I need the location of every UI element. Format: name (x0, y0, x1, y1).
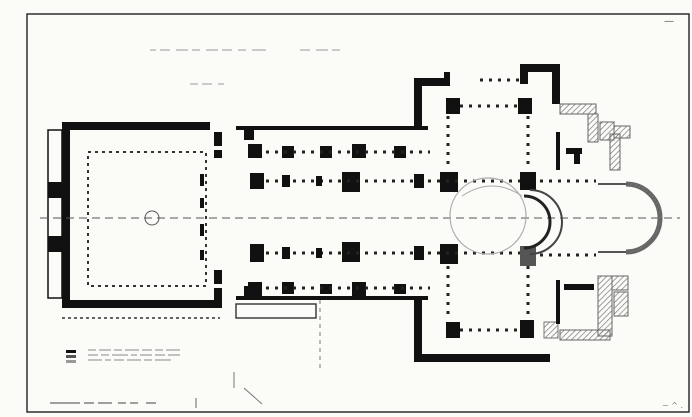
faded-header-text (150, 49, 340, 85)
nave-piers-bottom (248, 282, 406, 296)
inner-apse (523, 194, 552, 250)
lower-annex (62, 303, 317, 319)
transept-walls (414, 64, 560, 362)
frame-border (26, 13, 690, 413)
outer-apse-hatch (625, 182, 662, 254)
inner-apse-outer (529, 189, 563, 255)
legend-swatch-1 (66, 350, 76, 353)
nave-minor-piers (282, 174, 424, 260)
nave-colonnade-lines (266, 150, 520, 290)
nave-piers-top (248, 144, 406, 158)
transept-pier-hatched (543, 321, 559, 339)
atrium-walls (47, 122, 222, 308)
scale-bar (50, 372, 263, 408)
chancel-colonnade (540, 179, 596, 257)
dome-outline (449, 177, 527, 255)
chancel-hatched-walls (559, 103, 631, 341)
legend-swatch-3 (66, 360, 76, 363)
legend-faded-text (88, 349, 180, 361)
crossing-pier-shaded (520, 246, 536, 266)
corner-mark-top: — (664, 16, 674, 27)
legend-swatch-2 (66, 355, 76, 358)
chancel-walls (556, 132, 594, 324)
legend (66, 349, 180, 363)
atrium-colonnade (87, 151, 207, 287)
atrium-wall-notches (48, 182, 62, 252)
dome-detail (461, 185, 523, 197)
transept-colonnade (446, 78, 530, 332)
corner-mark-bottom: ~ ^ . (662, 401, 683, 410)
transept-piers (446, 98, 536, 338)
narthex-columns (200, 132, 222, 300)
